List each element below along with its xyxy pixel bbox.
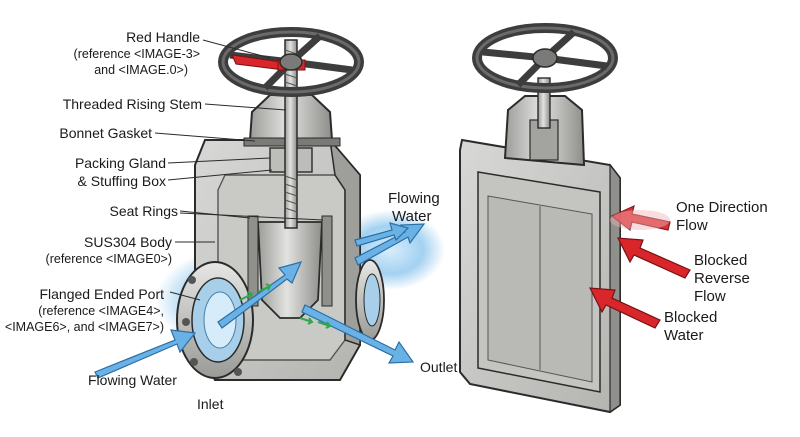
- label-blocked-reverse-2: Reverse: [694, 270, 750, 287]
- label-blocked-water-2: Water: [664, 327, 704, 344]
- arrow-in-lower-left: [94, 329, 197, 379]
- seat-ring-1: [247, 215, 259, 307]
- arrow-up-through: [217, 261, 303, 329]
- label-stuffing-box: & Stuffing Box: [77, 173, 166, 189]
- label-flanged-ref2: <IMAGE6>, and <IMAGE7>): [4, 320, 164, 334]
- label-blocked-reverse-1: Blocked: [694, 252, 748, 269]
- arrow-outlet: [301, 304, 415, 364]
- handwheel-right: [472, 23, 618, 93]
- label-red-handle-ref2: and <IMAGE.0>): [94, 63, 188, 77]
- label-flowing-water-left: Flowing Water: [88, 372, 177, 388]
- label-body: SUS304 Body: [84, 234, 172, 250]
- label-seat-rings: Seat Rings: [109, 203, 178, 219]
- label-red-handle-ref1: (reference <IMAGE-3>: [73, 47, 200, 61]
- label-red-handle: Red Handle: [126, 29, 200, 45]
- outlet-flange: [355, 259, 385, 341]
- handwheel-left: [218, 27, 364, 97]
- label-flowing-top-2: Water: [392, 208, 432, 225]
- label-one-direction-1: One Direction: [676, 199, 768, 216]
- flow-arrows-left: [94, 222, 426, 379]
- label-one-direction-2: Flow: [676, 217, 708, 234]
- label-blocked-reverse-3: Flow: [694, 288, 726, 305]
- label-threaded-stem: Threaded Rising Stem: [62, 96, 202, 112]
- label-bonnet-gasket: Bonnet Gasket: [59, 125, 152, 141]
- right-valve-closed: [459, 23, 691, 414]
- left-valve-cutaway: [94, 27, 445, 381]
- arrow-blocked-water: [588, 287, 661, 329]
- red-arrows: [588, 204, 691, 329]
- label-flowing-top-1: Flowing: [388, 190, 440, 207]
- arrow-flowing-top-2: [354, 222, 410, 247]
- arrow-one-direction: [610, 204, 671, 232]
- label-outlet: Outlet: [420, 359, 458, 375]
- flanged-port: [176, 261, 254, 379]
- label-blocked-water-1: Blocked: [664, 309, 718, 326]
- label-packing-gland: Packing Gland: [74, 155, 166, 171]
- seat-ring-2: [321, 215, 333, 307]
- label-body-ref: (reference <IMAGE0>): [45, 252, 172, 266]
- body-cut-edge: [328, 137, 361, 347]
- label-flanged-port: Flanged Ended Port: [39, 286, 164, 302]
- label-flanged-ref1: (reference <IMAGE4>,: [38, 304, 164, 318]
- green-flow-marks: [239, 283, 332, 329]
- arrow-blocked-reverse: [616, 237, 691, 279]
- label-inlet: Inlet: [197, 396, 224, 412]
- leader-lines: [154, 39, 324, 301]
